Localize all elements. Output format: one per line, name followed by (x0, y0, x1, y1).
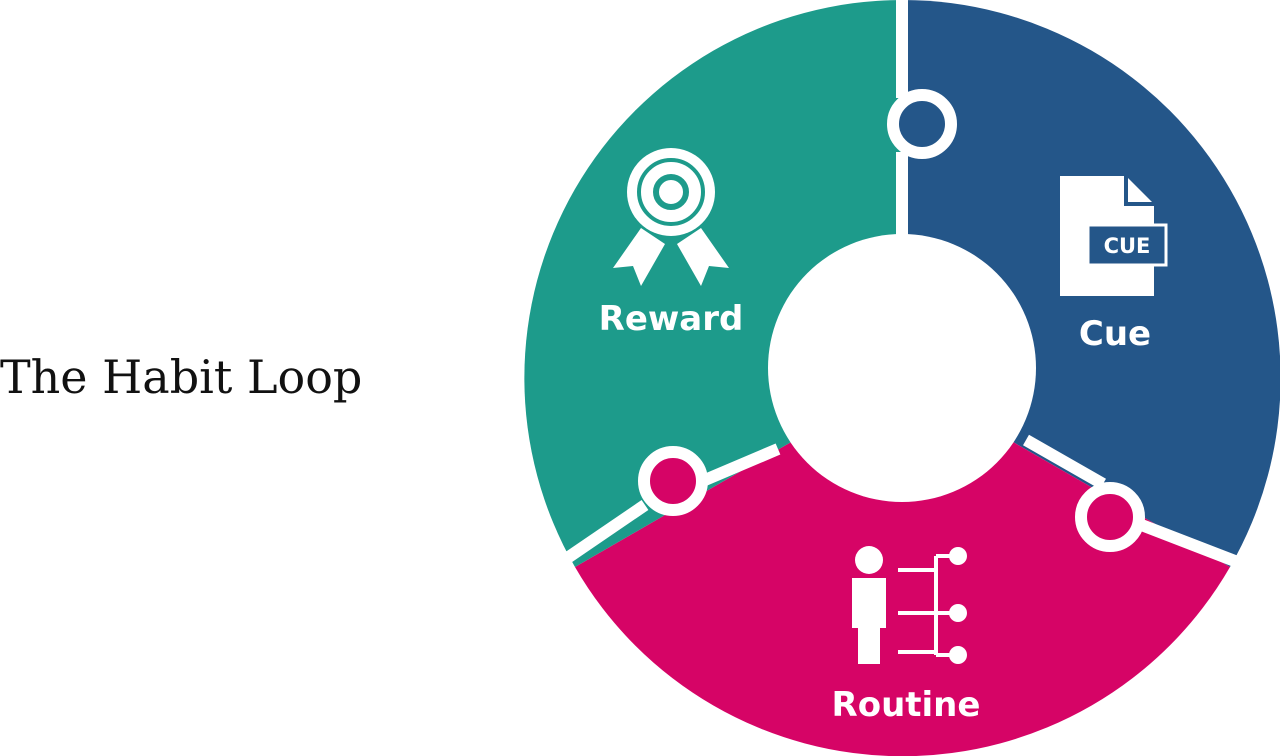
cue-icon-text: CUE (1104, 234, 1151, 258)
routine-label: Routine (832, 685, 981, 725)
award-ribbon-icon (613, 148, 729, 286)
center-hole (768, 234, 1036, 502)
reward-label: Reward (599, 299, 744, 339)
routine-left-knob (647, 455, 699, 507)
cue-knob (896, 98, 948, 150)
cue-label: Cue (1079, 314, 1151, 354)
cue-document-icon: CUE (1060, 176, 1168, 296)
person-branch-icon (852, 546, 967, 664)
page-title: The Habit Loop (0, 350, 363, 404)
routine-segment (575, 378, 1230, 756)
routine-knob (1084, 491, 1136, 543)
